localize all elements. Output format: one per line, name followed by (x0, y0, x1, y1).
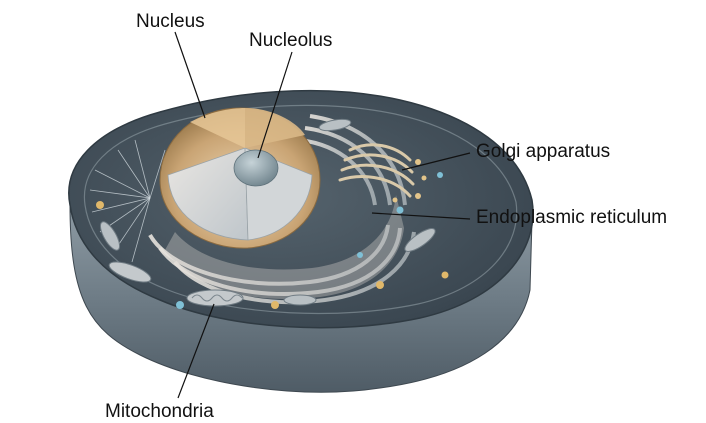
nucleus-label: Nucleus (136, 12, 205, 31)
golgi-apparatus-label: Golgi apparatus (476, 142, 610, 161)
mitochondria-label: Mitochondria (105, 402, 214, 421)
nucleolus-label: Nucleolus (249, 31, 332, 50)
nucleolus (234, 150, 278, 186)
endoplasmic-reticulum-label: Endoplasmic reticulum (476, 208, 667, 227)
